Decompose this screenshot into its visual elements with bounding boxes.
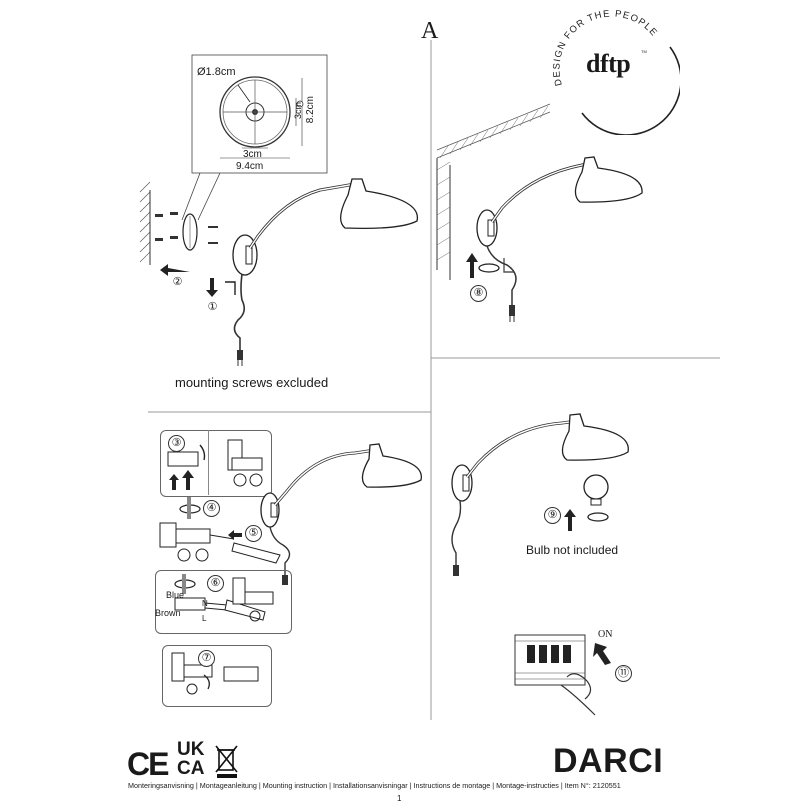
wiring-lamp-illustration	[260, 443, 422, 585]
step-3-illustration	[167, 439, 263, 490]
step-6-illustration	[174, 574, 274, 622]
step-3-box	[160, 430, 272, 497]
dim-height-outer: 8.2cm	[305, 96, 316, 124]
step-7-badge: ⑦	[198, 650, 215, 667]
step-7-illustration	[171, 652, 259, 695]
brand-logo: DESIGN FOR THE PEOPLE dftp TM	[540, 5, 680, 135]
panel-bulb: ⑨ Bulb not included	[432, 395, 722, 595]
brand-trademark: TM	[641, 49, 647, 54]
bulb-caption: Bulb not included	[526, 543, 619, 557]
step-6-box	[155, 570, 292, 634]
weee-bin-icon	[215, 745, 238, 778]
step-11-badge: ⑪	[615, 665, 632, 682]
compliance-marks: CE UK CA	[125, 739, 245, 782]
step-3b-box	[208, 430, 271, 495]
page-number: 1	[397, 794, 402, 803]
instructions-line: Monteringsanvisning | Montageanleitung |…	[128, 781, 621, 790]
brand-logo-text: dftp	[586, 49, 631, 78]
panel-wiring: ③ ④ ⑤ ⑥ Blue Brown N L	[150, 425, 430, 715]
dim-height-inner: 3cm	[293, 102, 303, 120]
panel-mounting: Ø1.8cm 8.2cm 3cm 3cm 9.4cm ② ① mounting …	[130, 50, 430, 410]
ukca-mark-top: UK	[177, 739, 205, 760]
step-1-badge: ①	[205, 300, 220, 315]
mounting-caption: mounting screws excluded	[175, 375, 329, 390]
product-name: DARCI	[553, 742, 664, 780]
dim-width-inner: 3cm	[243, 149, 262, 160]
bulb-illustration	[451, 413, 629, 576]
panel-power-on: ON ⑪	[505, 625, 655, 720]
ce-mark: CE	[127, 746, 169, 782]
step-3-badge: ③	[168, 435, 185, 452]
wire-label-brown: Brown	[155, 608, 181, 618]
wire-label-live: L	[202, 614, 207, 623]
step-6-badge: ⑥	[207, 575, 224, 592]
step-8-badge: ⑧	[470, 285, 487, 302]
step-9-badge: ⑨	[544, 507, 561, 524]
step-2-badge: ②	[170, 275, 185, 290]
variant-label: A	[421, 18, 439, 44]
wire-label-neutral: N	[202, 599, 208, 608]
dim-diameter: Ø1.8cm	[197, 66, 236, 78]
power-switch-illustration	[514, 634, 611, 716]
panel-step-8: ⑧	[432, 90, 722, 355]
step-4-badge: ④	[203, 500, 220, 517]
switch-on-label: ON	[598, 629, 613, 640]
step-8-illustration	[436, 103, 643, 322]
step-7-box	[162, 645, 272, 707]
dim-width-outer: 9.4cm	[236, 161, 264, 172]
step-4-5-illustration	[159, 497, 281, 564]
brand-logo-circle: DESIGN FOR THE PEOPLE	[551, 8, 680, 135]
mounting-illustration	[139, 54, 419, 366]
step-5-badge: ⑤	[245, 525, 262, 542]
ukca-mark-bottom: CA	[177, 758, 205, 779]
wire-label-blue: Blue	[166, 590, 185, 600]
